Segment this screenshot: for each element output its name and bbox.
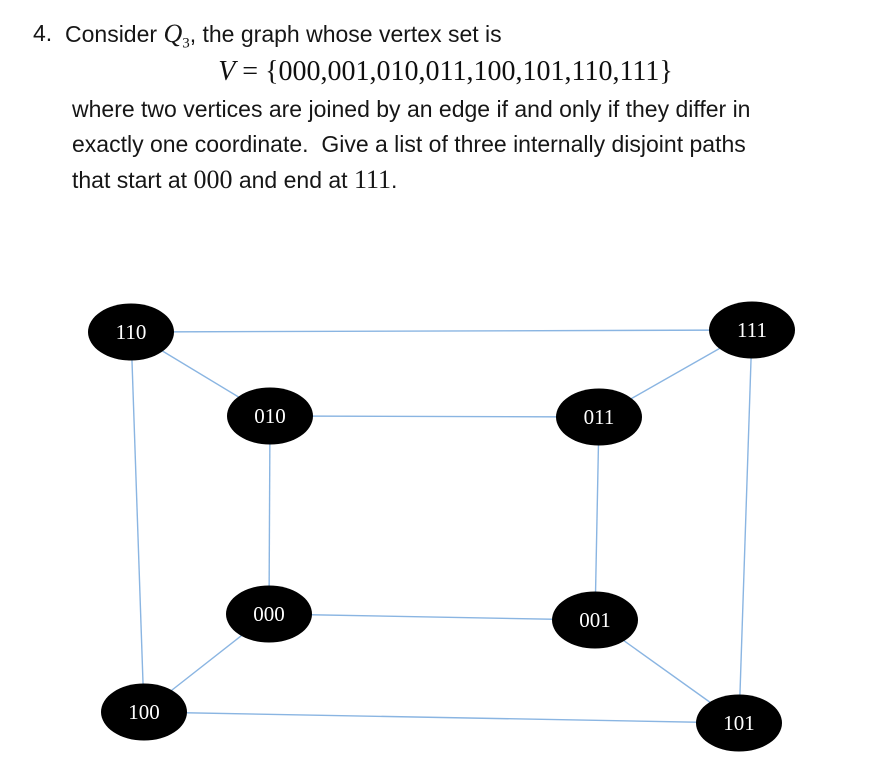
graph-node-101: 101 [696,694,782,752]
problem-statement: 4. Consider Q3, the graph whose vertex s… [33,16,891,198]
graph-node-011: 011 [556,388,642,446]
graph-edge-110-111 [130,329,753,333]
graph-edge-010-000 [268,415,271,615]
graph-node-000: 000 [226,585,312,643]
graph-node-100: 100 [101,683,187,741]
node-label-000: 000 [253,602,285,626]
graph-edge-110-100 [130,331,145,713]
problem-line-3: exactly one coordinate. Give a list of t… [72,131,746,157]
problem-line-1: Consider Q3, the graph whose vertex set … [65,16,891,52]
node-label-011: 011 [584,405,615,429]
graph-node-010: 010 [227,387,313,445]
graph-edge-100-101 [143,711,740,724]
graph-edge-000-001 [268,613,596,621]
vertex-set-formula: V = {000,001,010,011,100,101,110,111} [0,52,891,92]
node-ellipse-100 [101,683,187,741]
problem-line-4: that start at 000 and end at 111. [72,162,891,198]
math-number-000: 000 [193,165,233,194]
node-ellipse-010 [227,387,313,445]
problem-body: Consider Q3, the graph whose vertex set … [65,16,891,198]
line1-post: , the graph whose vertex set is [189,21,502,47]
graph-node-001: 001 [552,591,638,649]
node-label-001: 001 [579,608,611,632]
line4-e: . [391,167,398,193]
node-ellipse-101 [696,694,782,752]
graph-edge-010-011 [269,415,600,418]
node-ellipse-011 [556,388,642,446]
formula-set: = {000,001,010,011,100,101,110,111} [235,56,673,87]
node-label-010: 010 [254,404,286,428]
math-variable-q: Q [163,19,183,48]
graph-edge-111-101 [738,329,753,724]
node-label-110: 110 [116,320,147,344]
graph-node-111: 111 [709,301,795,359]
math-number-111: 111 [353,165,392,194]
graph-node-110: 110 [88,303,174,361]
node-label-101: 101 [723,711,755,735]
problem-line-2: where two vertices are joined by an edge… [72,96,751,122]
line1-pre: Consider [65,21,164,47]
math-variable-v: V [218,56,236,87]
graph-edge-011-001 [594,416,600,621]
node-ellipse-110 [88,303,174,361]
node-ellipse-000 [226,585,312,643]
node-ellipse-111 [709,301,795,359]
line4-c: and end at [232,167,354,193]
node-label-100: 100 [128,700,160,724]
node-label-111: 111 [737,318,767,342]
math-subscript-3: 3 [182,35,190,52]
line4-a: that start at [72,167,194,193]
problem-number: 4. [33,20,53,46]
node-ellipse-001 [552,591,638,649]
problem-row: 4. Consider Q3, the graph whose vertex s… [33,16,891,198]
